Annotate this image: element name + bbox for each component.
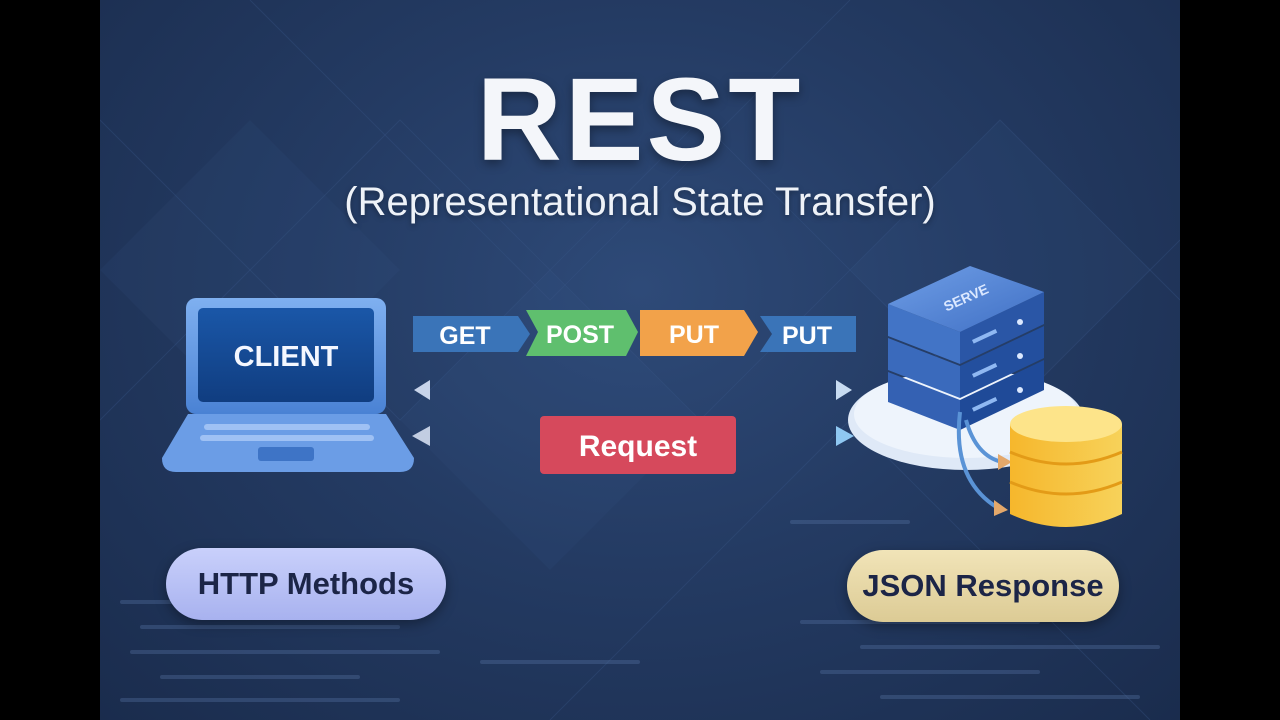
diagram-panel: CLIENT GET POST PUT PUT bbox=[100, 0, 1180, 720]
http-method-get: GET bbox=[413, 316, 530, 352]
page-subtitle: (Representational State Transfer) bbox=[344, 180, 936, 224]
method-put-2-label: PUT bbox=[782, 322, 832, 350]
method-get-label: GET bbox=[439, 322, 490, 350]
database-connection-arrow-icon bbox=[956, 411, 1003, 510]
method-put-label: PUT bbox=[669, 321, 719, 349]
json-response-pill: JSON Response bbox=[847, 550, 1119, 622]
http-method-post: POST bbox=[526, 310, 638, 356]
server-icon bbox=[888, 266, 1044, 430]
page-title: REST bbox=[476, 54, 804, 186]
request-badge: Request bbox=[540, 416, 736, 474]
database-icon bbox=[1009, 406, 1123, 527]
background-pattern: CLIENT GET POST PUT PUT bbox=[100, 0, 1180, 720]
client-laptop-icon bbox=[162, 298, 414, 472]
double-arrow-icon bbox=[414, 380, 852, 400]
http-methods-pill: HTTP Methods bbox=[166, 548, 446, 620]
http-method-put: PUT bbox=[640, 310, 758, 356]
client-label: CLIENT bbox=[234, 341, 339, 373]
http-method-put-2: PUT bbox=[760, 316, 856, 352]
request-label: Request bbox=[579, 430, 697, 463]
method-post-label: POST bbox=[546, 321, 614, 349]
